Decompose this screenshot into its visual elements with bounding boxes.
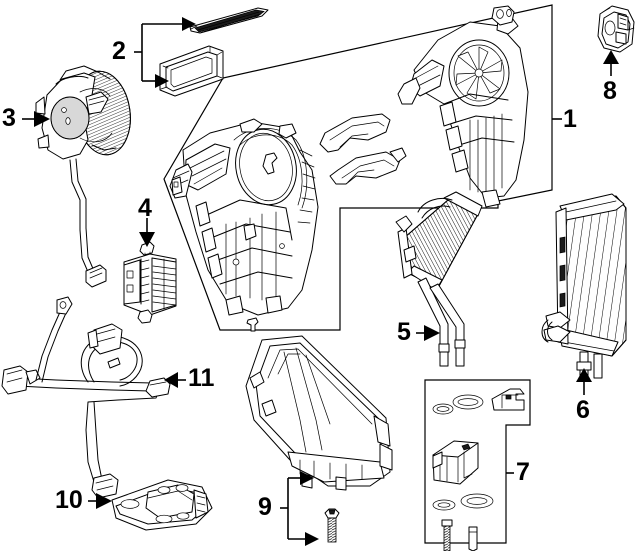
callout-label-5: 5: [397, 318, 411, 346]
callout-label-3: 3: [2, 104, 16, 132]
group-door-actuator: [597, 5, 635, 53]
callout-label-2: 2: [112, 37, 126, 65]
group-cabin-filter: [159, 7, 269, 97]
group-actuator-plate: [111, 479, 213, 531]
group-heater-core: [395, 191, 483, 367]
callout-label-9: 9: [258, 493, 272, 521]
group-lower-case: [245, 335, 393, 543]
callout-label-7: 7: [516, 458, 530, 486]
group-air-ducts: [319, 113, 407, 185]
group-wiring-harness: [1, 296, 171, 499]
group-valve-kit: [424, 379, 531, 551]
group-hvac-main-case: [169, 118, 319, 332]
group-leaders: [22, 17, 619, 546]
group-blower-motor: [35, 65, 131, 288]
callout-label-8: 8: [603, 77, 617, 105]
group-hvac-case-right-half: [397, 5, 529, 208]
group-blower-resistor: [123, 241, 177, 324]
group-evaporator-core: [541, 193, 627, 381]
callout-label-6: 6: [576, 396, 590, 424]
callout-label-10: 10: [55, 486, 83, 514]
case-mounting-screw: [324, 508, 340, 543]
callout-label-1: 1: [563, 105, 577, 133]
callout-label-11: 11: [188, 364, 215, 392]
callout-label-4: 4: [138, 194, 152, 222]
